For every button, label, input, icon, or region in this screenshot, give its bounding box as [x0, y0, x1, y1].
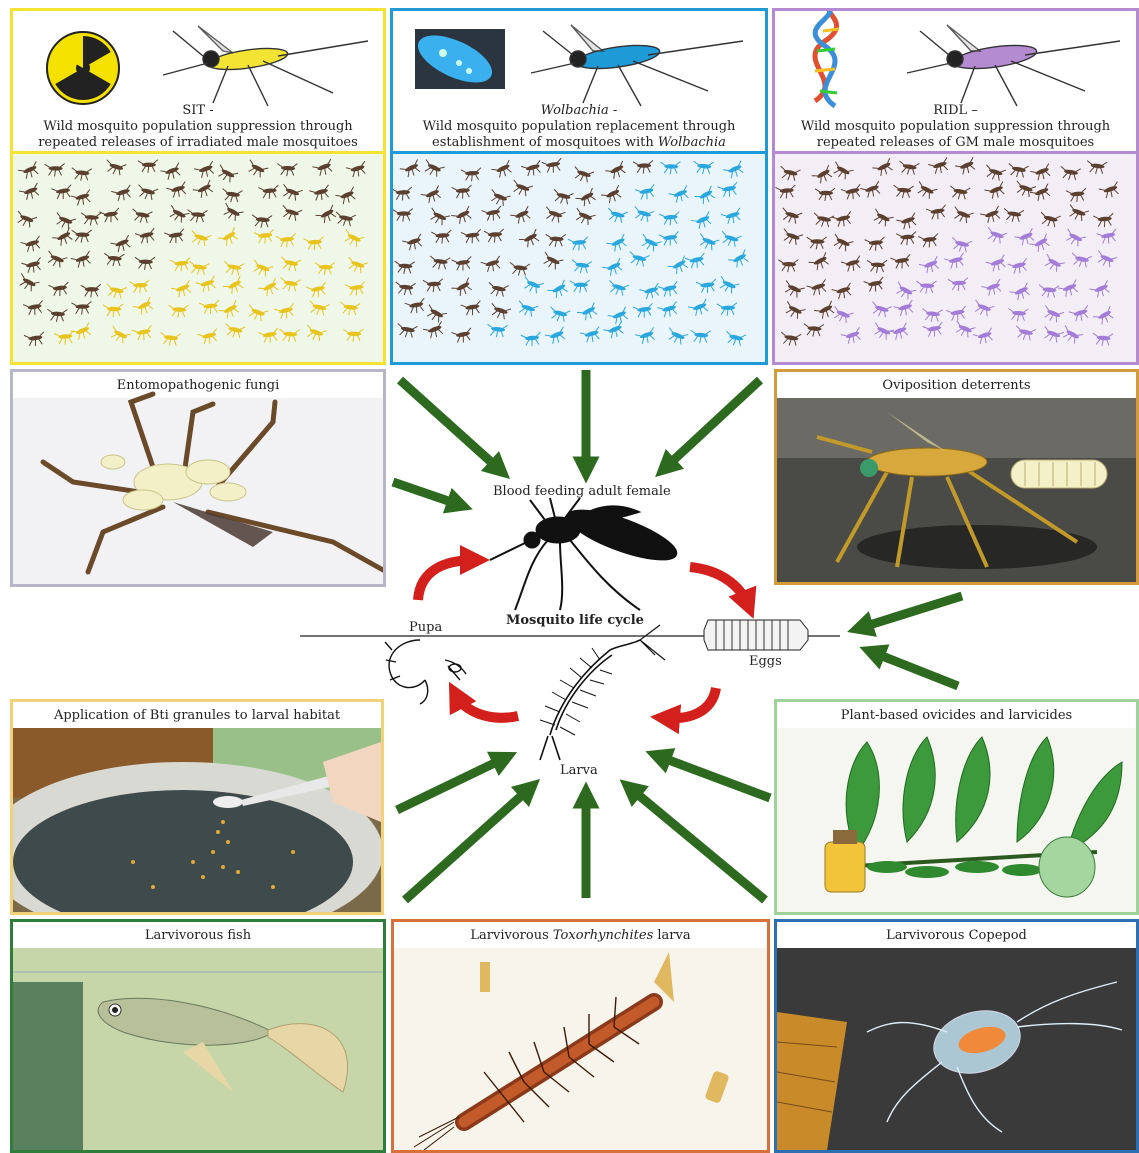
arrow-copepod-to-larva [630, 788, 765, 900]
pupa-label: Pupa [409, 620, 442, 635]
larva-label: Larva [560, 763, 598, 778]
arrow-plant-to-larva [658, 756, 770, 798]
larva-icon [540, 625, 665, 760]
adult-mosquito-icon [490, 498, 682, 610]
cycle-arrow-adult-to-eggs [690, 567, 748, 605]
adult-label: Blood feeding adult female [493, 484, 671, 499]
arrow-ridl-to-adult [665, 380, 760, 468]
arrow-fish-to-larva [405, 788, 530, 900]
arrow-fungi-to-adult [393, 482, 460, 505]
cycle-arrow-larva-to-pupa [456, 695, 518, 718]
pupa-icon [385, 640, 466, 704]
arrow-plant-to-eggs [872, 652, 958, 686]
cycle-arrow-eggs-to-larva [665, 688, 716, 718]
cycle-arrow-pupa-to-adult [418, 560, 475, 600]
arrow-bti-to-larva [397, 758, 505, 810]
arrow-oviposition-to-eggs [860, 596, 962, 628]
lifecycle-title: Mosquito life cycle [506, 613, 644, 628]
egg-raft-icon [704, 620, 808, 650]
arrow-sit-to-adult [400, 380, 500, 470]
eggs-label: Eggs [749, 654, 782, 669]
